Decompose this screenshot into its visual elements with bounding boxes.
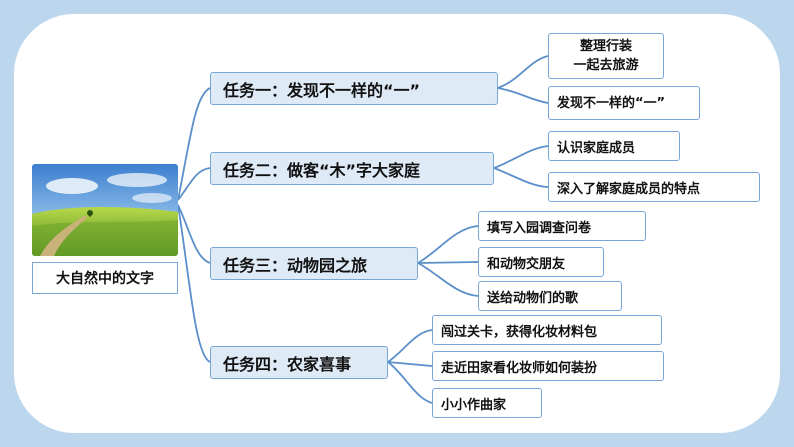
task3-item-survey: 填写入园调查问卷 [478,211,646,241]
root-label: 大自然中的文字 [32,262,178,294]
task2-item-learn-traits: 深入了解家庭成员的特点 [548,172,760,202]
task4-item-levels: 闯过关卡，获得化妆材料包 [432,315,662,345]
task-2: 任务二：做客“木”字大家庭 [210,152,494,185]
task1-item-3-text: 发现不一样的“一” [557,95,666,111]
task2-item-meet-family: 认识家庭成员 [548,131,680,161]
task3-item-song: 送给动物们的歌 [478,281,622,311]
task-1: 任务一：发现不一样的“一” [210,72,498,105]
task1-item-1-text: 整理行装 [579,39,632,54]
task4-item-composer: 小小作曲家 [432,388,542,418]
task3-item-friends: 和动物交朋友 [478,247,604,277]
grassland-image [32,164,178,256]
task1-item-discover: 发现不一样的“一” [548,86,700,120]
task-3: 任务三：动物园之旅 [210,247,418,280]
task4-item-makeup: 走近田家看化妆师如何装扮 [432,351,664,381]
task-4: 任务四：农家喜事 [210,346,388,379]
task1-item-prepare: 整理行装 一起去旅游 [548,33,664,79]
task1-item-2-text: 一起去旅游 [573,58,639,73]
